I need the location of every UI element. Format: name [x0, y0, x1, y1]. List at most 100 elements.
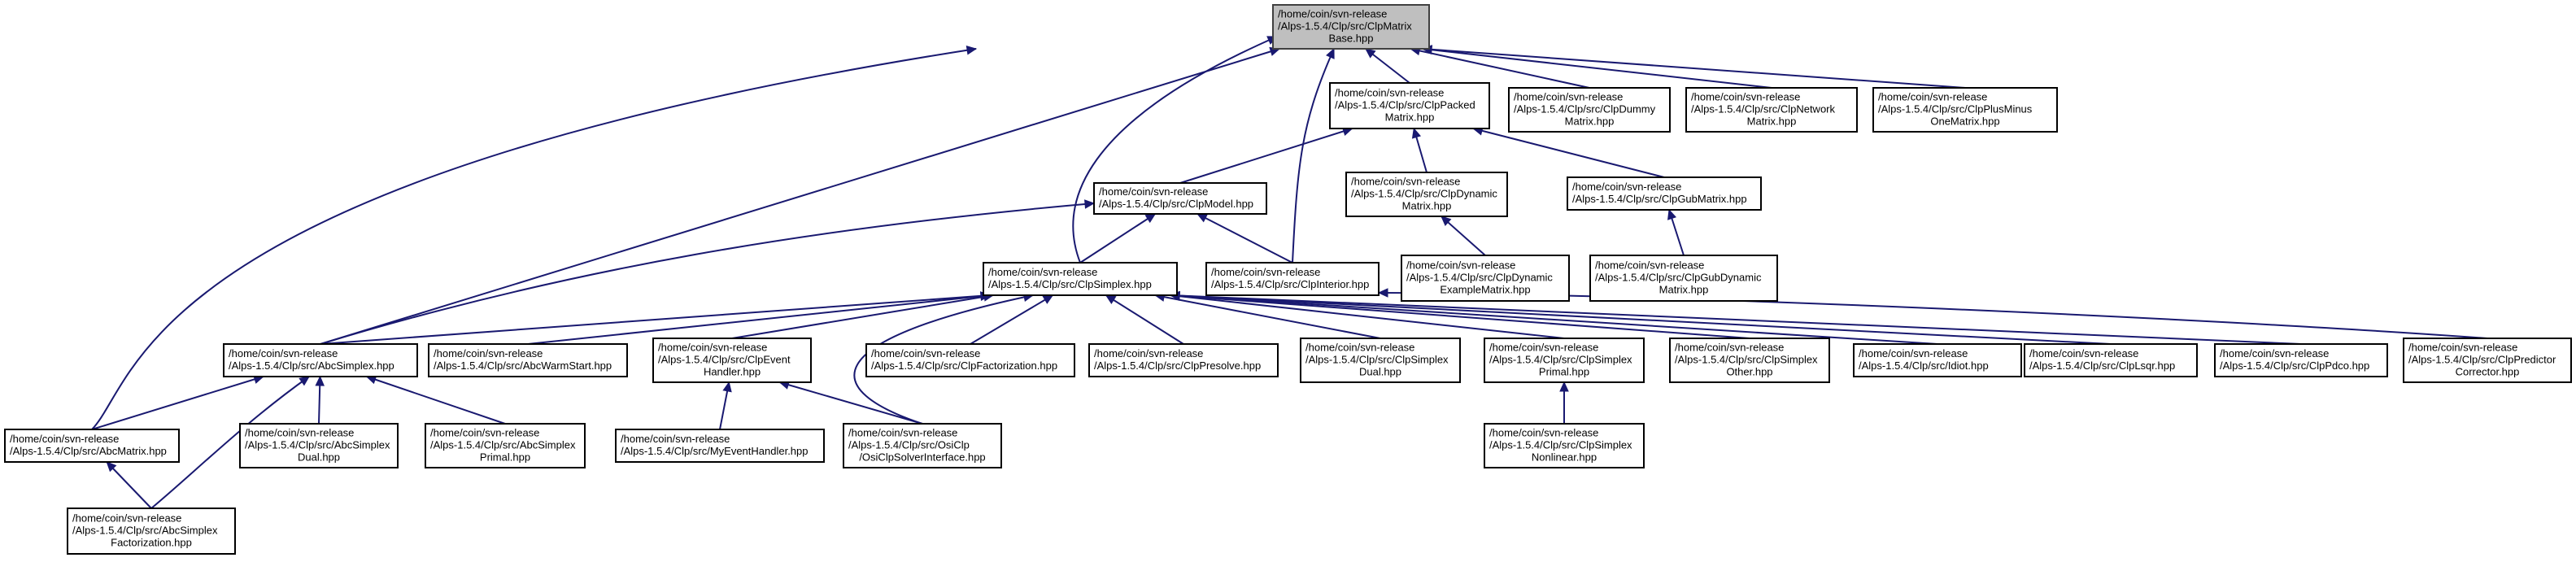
node-label-line: OneMatrix.hpp	[1930, 115, 1999, 128]
node-box[interactable]	[1669, 338, 1830, 383]
arrowhead-MyEventHandler-to-ClpEventHandler	[722, 381, 732, 393]
node-box[interactable]	[1093, 182, 1267, 215]
node-label-line: /Alps-1.5.4/Clp/src/ClpPredictor	[2408, 354, 2556, 366]
node-label-line: /Alps-1.5.4/Clp/src/ClpPresolve.hpp	[1094, 359, 1261, 372]
node-label-line: Matrix.hpp	[1565, 115, 1615, 128]
node-ClpFactorization[interactable]: /home/coin/svn-release/Alps-1.5.4/Clp/sr…	[865, 343, 1075, 377]
node-ClpDummyMatrix[interactable]: /home/coin/svn-release/Alps-1.5.4/Clp/sr…	[1508, 87, 1671, 133]
node-box[interactable]	[428, 343, 628, 377]
arrowhead-AbcSimplex-to-ClpModel	[1084, 199, 1096, 209]
node-box[interactable]	[1272, 4, 1430, 50]
node-ClpGubDynamicMatrix[interactable]: /home/coin/svn-release/Alps-1.5.4/Clp/sr…	[1589, 255, 1778, 302]
node-OsiClpSolverInterface[interactable]: /home/coin/svn-release/Alps-1.5.4/Clp/sr…	[843, 423, 1002, 468]
node-ClpEventHandler[interactable]: /home/coin/svn-release/Alps-1.5.4/Clp/sr…	[652, 338, 812, 383]
node-ClpSimplexOther[interactable]: /home/coin/svn-release/Alps-1.5.4/Clp/sr…	[1669, 338, 1830, 383]
node-box[interactable]	[67, 508, 236, 555]
node-label-line: /Alps-1.5.4/Clp/src/ClpDynamic	[1351, 188, 1497, 200]
node-box[interactable]	[425, 423, 586, 468]
node-box[interactable]	[1567, 176, 1762, 211]
edge-ClpNetworkMatrix-to-ClpMatrixBase	[1422, 48, 1772, 89]
arrowhead-ClpInterior-to-ClpMatrixBase	[1326, 47, 1335, 59]
node-box[interactable]	[4, 429, 180, 463]
arrowhead-AbcMatrix-to-ClpMatrixBase	[965, 46, 978, 55]
node-MyEventHandler[interactable]: /home/coin/svn-release/Alps-1.5.4/Clp/sr…	[615, 429, 825, 463]
node-box[interactable]	[1508, 87, 1671, 133]
node-ClpPackedMatrix[interactable]: /home/coin/svn-release/Alps-1.5.4/Clp/sr…	[1329, 82, 1490, 129]
node-label-line: /home/coin/svn-release	[1335, 87, 1444, 99]
node-box[interactable]	[1589, 255, 1778, 302]
node-Idiot[interactable]: /home/coin/svn-release/Alps-1.5.4/Clp/sr…	[1853, 343, 2022, 377]
node-AbcSimplexPrimal[interactable]: /home/coin/svn-release/Alps-1.5.4/Clp/sr…	[425, 423, 586, 468]
node-label-line: Primal.hpp	[1539, 366, 1589, 378]
node-box[interactable]	[983, 262, 1178, 296]
node-box[interactable]	[1872, 87, 2058, 133]
node-label-line: /home/coin/svn-release	[848, 427, 957, 439]
node-ClpModel[interactable]: /home/coin/svn-release/Alps-1.5.4/Clp/sr…	[1093, 182, 1267, 215]
node-box[interactable]	[223, 343, 418, 377]
node-box[interactable]	[1484, 338, 1645, 383]
node-box[interactable]	[2403, 338, 2572, 383]
node-box[interactable]	[1329, 82, 1490, 129]
node-box[interactable]	[615, 429, 825, 463]
edge-ClpPlusMinusOneMatrix-to-ClpMatrixBase	[1422, 48, 1966, 89]
node-ClpDynamicMatrix[interactable]: /home/coin/svn-release/Alps-1.5.4/Clp/sr…	[1345, 172, 1508, 217]
node-label-line: Nonlinear.hpp	[1532, 451, 1597, 464]
node-AbcWarmStart[interactable]: /home/coin/svn-release/Alps-1.5.4/Clp/sr…	[428, 343, 628, 377]
node-ClpNetworkMatrix[interactable]: /home/coin/svn-release/Alps-1.5.4/Clp/sr…	[1685, 87, 1858, 133]
edge-ClpPdco-to-ClpSimplex	[1170, 294, 2302, 345]
node-box[interactable]	[1300, 338, 1461, 383]
node-label-line: /Alps-1.5.4/Clp/src/ClpPlusMinus	[1878, 103, 2033, 115]
node-label-line: /home/coin/svn-release	[1094, 347, 1203, 359]
edge-ClpSimplexDual-to-ClpSimplex	[1155, 294, 1381, 339]
node-box[interactable]	[865, 343, 1075, 377]
node-label-line: /home/coin/svn-release	[1675, 342, 1784, 354]
node-label-line: /OsiClpSolverInterface.hpp	[859, 451, 985, 464]
node-label-line: /Alps-1.5.4/Clp/src/ClpNetwork	[1691, 103, 1835, 115]
node-ClpLsqr[interactable]: /home/coin/svn-release/Alps-1.5.4/Clp/sr…	[2024, 343, 2198, 377]
node-label-line: Matrix.hpp	[1659, 284, 1709, 296]
node-AbcSimplexFactorization[interactable]: /home/coin/svn-release/Alps-1.5.4/Clp/sr…	[67, 508, 236, 555]
node-box[interactable]	[1088, 343, 1279, 377]
node-label-line: /Alps-1.5.4/Clp/src/AbcSimplex	[430, 439, 576, 451]
node-box[interactable]	[2214, 343, 2388, 377]
node-label-line: /Alps-1.5.4/Clp/src/MyEventHandler.hpp	[621, 445, 809, 457]
node-ClpInterior[interactable]: /home/coin/svn-release/Alps-1.5.4/Clp/sr…	[1205, 262, 1380, 296]
node-AbcSimplex[interactable]: /home/coin/svn-release/Alps-1.5.4/Clp/sr…	[223, 343, 418, 377]
node-AbcMatrix[interactable]: /home/coin/svn-release/Alps-1.5.4/Clp/sr…	[4, 429, 180, 463]
node-ClpPdco[interactable]: /home/coin/svn-release/Alps-1.5.4/Clp/sr…	[2214, 343, 2388, 377]
node-label-line: /Alps-1.5.4/Clp/src/AbcWarmStart.hpp	[434, 359, 612, 372]
node-ClpSimplexDual[interactable]: /home/coin/svn-release/Alps-1.5.4/Clp/sr…	[1300, 338, 1461, 383]
node-ClpSimplexNonlinear[interactable]: /home/coin/svn-release/Alps-1.5.4/Clp/sr…	[1484, 423, 1645, 468]
node-box[interactable]	[652, 338, 812, 383]
node-label-line: /home/coin/svn-release	[2408, 342, 2517, 354]
node-ClpSimplexPrimal[interactable]: /home/coin/svn-release/Alps-1.5.4/Clp/sr…	[1484, 338, 1645, 383]
node-AbcSimplexDual[interactable]: /home/coin/svn-release/Alps-1.5.4/Clp/sr…	[239, 423, 399, 468]
node-box[interactable]	[1401, 255, 1570, 302]
node-box[interactable]	[1853, 343, 2022, 377]
node-label-line: /home/coin/svn-release	[10, 433, 119, 445]
node-ClpPredictorCorrector[interactable]: /home/coin/svn-release/Alps-1.5.4/Clp/sr…	[2403, 338, 2572, 383]
edge-AbcMatrix-to-ClpMatrixBase	[91, 48, 977, 430]
node-box[interactable]	[1484, 423, 1645, 468]
node-ClpGubMatrix[interactable]: /home/coin/svn-release/Alps-1.5.4/Clp/sr…	[1567, 176, 1762, 211]
node-ClpSimplex[interactable]: /home/coin/svn-release/Alps-1.5.4/Clp/sr…	[983, 262, 1178, 296]
edge-AbcSimplex-to-ClpSimplex	[320, 294, 991, 345]
node-ClpPlusMinusOneMatrix[interactable]: /home/coin/svn-release/Alps-1.5.4/Clp/sr…	[1872, 87, 2058, 133]
node-box[interactable]	[2024, 343, 2198, 377]
node-box[interactable]	[1345, 172, 1508, 217]
node-label-line: /home/coin/svn-release	[1406, 259, 1515, 272]
arrowhead-ClpSimplex-to-ClpModel	[1144, 213, 1157, 224]
node-ClpPresolve[interactable]: /home/coin/svn-release/Alps-1.5.4/Clp/sr…	[1088, 343, 1279, 377]
node-box[interactable]	[1685, 87, 1858, 133]
node-box[interactable]	[239, 423, 399, 468]
node-ClpDynamicExampleMatrix[interactable]: /home/coin/svn-release/Alps-1.5.4/Clp/sr…	[1401, 255, 1570, 302]
node-box[interactable]	[1205, 262, 1380, 296]
arrowhead-ClpSimplexNonlinear-to-ClpSimplexPrimal	[1559, 381, 1569, 392]
edge-AbcSimplexFactorization-to-AbcSimplex	[150, 376, 310, 509]
arrowhead-ClpDynamicMatrix-to-ClpPackedMatrix	[1411, 127, 1422, 139]
edge-ClpInterior-to-ClpModel	[1196, 213, 1293, 264]
node-box[interactable]	[843, 423, 1002, 468]
node-label-line: /home/coin/svn-release	[1489, 342, 1598, 354]
node-ClpMatrixBase[interactable]: /home/coin/svn-release/Alps-1.5.4/Clp/sr…	[1272, 4, 1430, 50]
edge-ClpPresolve-to-ClpSimplex	[1105, 294, 1184, 345]
